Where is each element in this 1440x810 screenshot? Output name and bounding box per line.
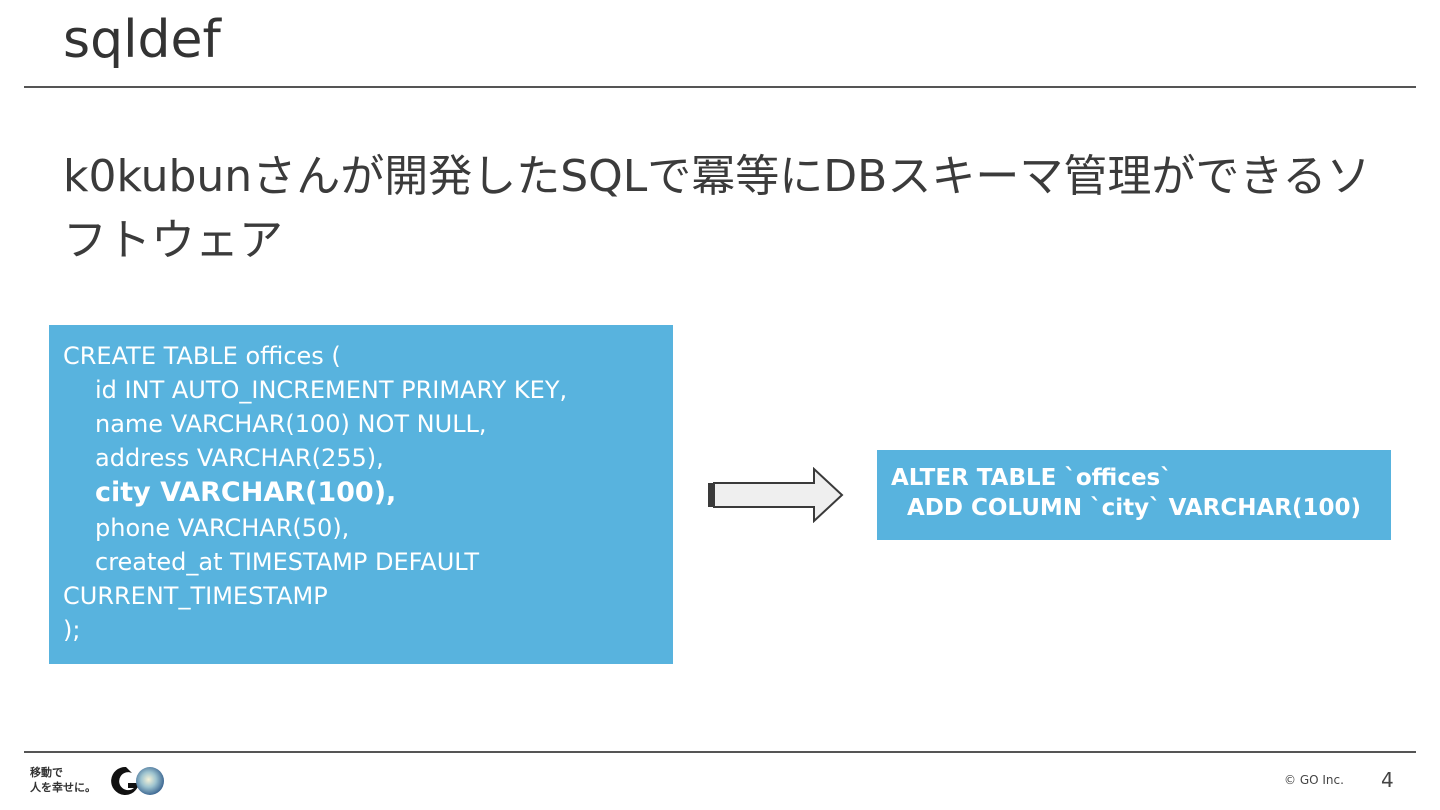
- code-line: name VARCHAR(100) NOT NULL,: [95, 410, 487, 438]
- alter-table-result-box: ALTER TABLE `offices` ADD COLUMN `city` …: [877, 450, 1391, 540]
- code-line: address VARCHAR(255),: [95, 444, 384, 472]
- result-line: ALTER TABLE `offices`: [891, 465, 1172, 491]
- slide-title: sqldef: [63, 10, 221, 70]
- code-line: created_at TIMESTAMP DEFAULT: [95, 548, 479, 576]
- code-line: phone VARCHAR(50),: [95, 514, 350, 542]
- company-logo: 移動で 人を幸せに。: [30, 762, 170, 802]
- result-line: ADD COLUMN `city` VARCHAR(100): [907, 495, 1362, 521]
- slide-subtitle: k0kubunさんが開発したSQLで冪等にDBスキーマ管理ができるソフトウェア: [63, 151, 1371, 266]
- create-table-code-box: CREATE TABLE offices ( id INT AUTO_INCRE…: [49, 325, 673, 664]
- right-arrow-icon: [708, 467, 844, 523]
- code-line-highlighted: city VARCHAR(100),: [95, 477, 397, 508]
- code-line: );: [63, 616, 81, 644]
- tagline-line: 人を幸せに。: [30, 781, 96, 794]
- go-logo-icon: [111, 766, 164, 795]
- title-divider: [24, 86, 1416, 88]
- code-line: CURRENT_TIMESTAMP: [63, 582, 328, 610]
- tagline-line: 移動で: [30, 766, 63, 779]
- code-line: CREATE TABLE offices (: [63, 342, 341, 370]
- code-line: id INT AUTO_INCREMENT PRIMARY KEY,: [95, 376, 568, 404]
- page-number: 4: [1381, 768, 1394, 792]
- copyright-text: © GO Inc.: [1284, 773, 1344, 787]
- footer-divider: [24, 751, 1416, 753]
- tagline: 移動で 人を幸せに。: [30, 765, 96, 795]
